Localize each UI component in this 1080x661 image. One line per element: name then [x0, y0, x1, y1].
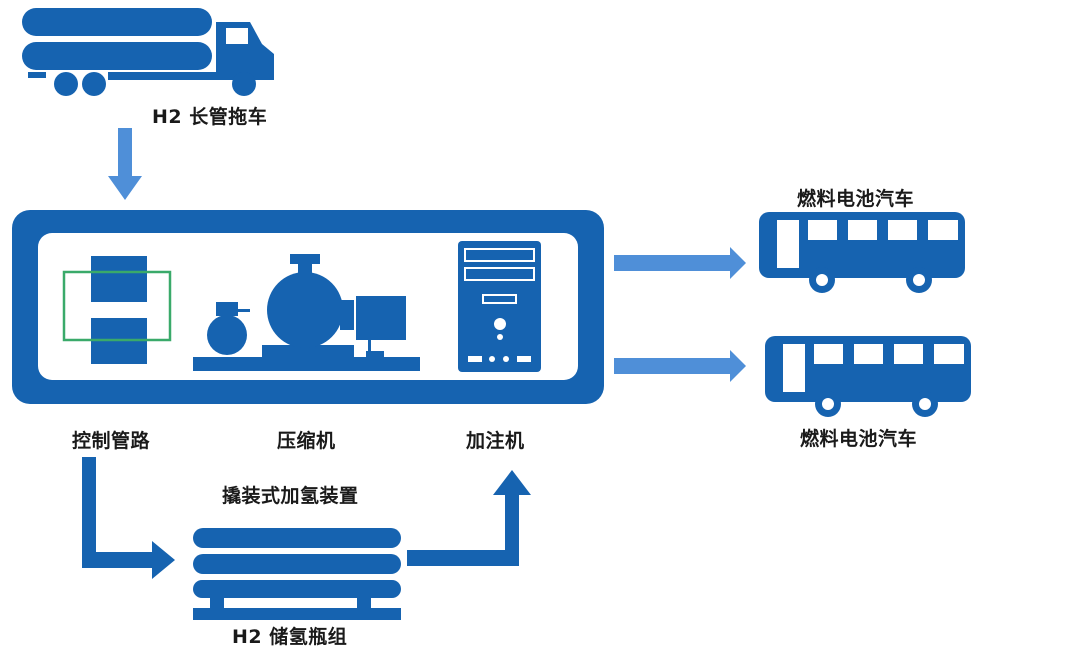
fcv-top-label: 燃料电池汽车: [797, 188, 915, 210]
arrow-to-bus-bottom: [614, 350, 746, 382]
fuel-cell-bus-icon-bottom: [765, 336, 971, 417]
tube-trailer-truck-icon: [22, 8, 274, 96]
hydrogen-cylinder-bank-icon: [193, 528, 401, 620]
tube-trailer-label: H2 长管拖车: [152, 106, 268, 128]
arrow-to-bus-top: [614, 247, 746, 279]
control-piping-icon: [62, 256, 172, 364]
control-piping-label: 控制管路: [72, 430, 151, 452]
skid-unit-label: 撬装式加氢装置: [222, 485, 359, 507]
fuel-cell-bus-icon-top: [759, 212, 965, 293]
arrow-control-to-storage: [82, 457, 175, 579]
fcv-bottom-label: 燃料电池汽车: [800, 428, 918, 450]
arrow-storage-to-dispenser: [407, 470, 531, 566]
dispenser-label: 加注机: [466, 430, 525, 452]
arrow-truck-to-station: [108, 128, 142, 200]
storage-cylinders-label: H2 储氢瓶组: [232, 626, 348, 648]
compressor-icon: [193, 254, 420, 371]
compressor-label: 压缩机: [277, 430, 336, 452]
dispenser-cabinet-icon: [458, 241, 541, 372]
